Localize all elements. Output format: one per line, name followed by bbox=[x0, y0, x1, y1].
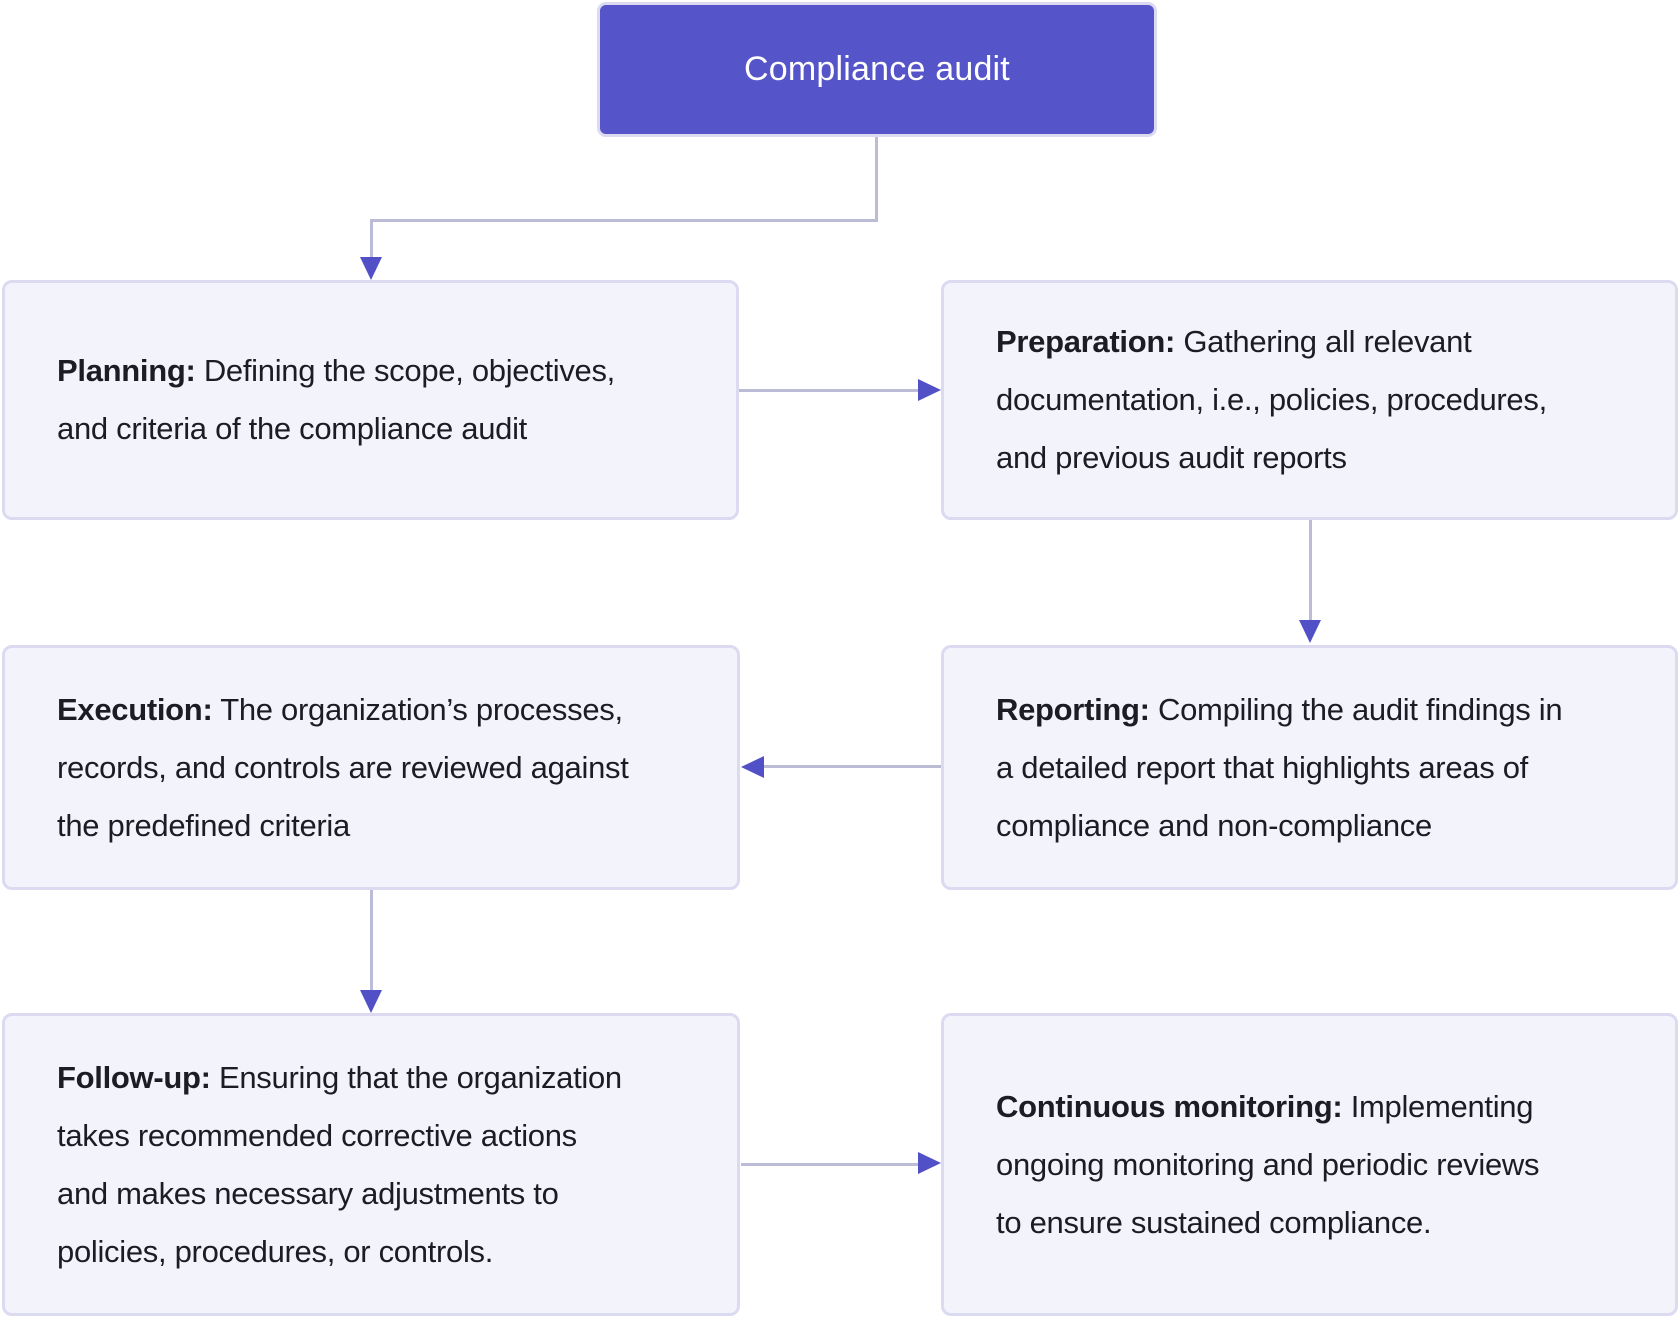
connector-audit-planning-segment-2 bbox=[370, 219, 878, 222]
node-execution-text: Execution: The organization’s processes,… bbox=[5, 681, 675, 855]
connector-execution-followup bbox=[370, 889, 373, 991]
node-reporting-description: Compiling the audit findings in a detail… bbox=[996, 691, 1563, 843]
node-planning-description: Defining the scope, objectives, and crit… bbox=[57, 353, 615, 446]
connector-reporting-execution bbox=[762, 765, 941, 768]
node-followup: Follow-up: Ensuring that the organizatio… bbox=[2, 1013, 740, 1316]
arrowhead-into-continuous-monitoring-icon bbox=[918, 1152, 941, 1174]
node-reporting-text: Reporting: Compiling the audit findings … bbox=[944, 681, 1608, 855]
node-continuous-monitoring-description: Implementing ongoing monitoring and peri… bbox=[996, 1088, 1540, 1240]
node-preparation-description: Gathering all relevant documentation, i.… bbox=[996, 324, 1547, 475]
node-preparation-label: Preparation: bbox=[996, 324, 1175, 359]
arrowhead-into-followup-icon bbox=[360, 990, 382, 1013]
node-reporting-label: Reporting: bbox=[996, 691, 1150, 727]
connector-audit-planning-segment-3 bbox=[370, 219, 373, 259]
node-execution-description: The organization’s processes, records, a… bbox=[57, 691, 629, 843]
arrowhead-into-preparation-icon bbox=[918, 379, 941, 401]
connector-followup-continuous bbox=[741, 1163, 919, 1166]
connector-planning-preparation bbox=[739, 389, 920, 392]
node-compliance-audit: Compliance audit bbox=[597, 2, 1157, 137]
node-followup-label: Follow-up: bbox=[57, 1059, 211, 1095]
arrowhead-into-execution-icon bbox=[741, 756, 764, 778]
node-continuous-monitoring-text: Continuous monitoring: Implementing ongo… bbox=[944, 1078, 1585, 1252]
node-continuous-monitoring: Continuous monitoring: Implementing ongo… bbox=[941, 1013, 1678, 1316]
node-followup-description: Ensuring that the organization takes rec… bbox=[57, 1059, 622, 1269]
connector-audit-planning-segment-1 bbox=[875, 137, 878, 221]
node-continuous-monitoring-label: Continuous monitoring: bbox=[996, 1088, 1343, 1124]
node-preparation-text: Preparation: Gathering all relevant docu… bbox=[944, 313, 1593, 487]
node-planning: Planning: Defining the scope, objectives… bbox=[2, 280, 739, 520]
node-compliance-audit-label: Compliance audit bbox=[744, 50, 1010, 88]
node-execution-label: Execution: bbox=[57, 691, 213, 727]
node-execution: Execution: The organization’s processes,… bbox=[2, 645, 740, 890]
node-reporting: Reporting: Compiling the audit findings … bbox=[941, 645, 1678, 890]
node-preparation: Preparation: Gathering all relevant docu… bbox=[941, 280, 1678, 520]
node-planning-label: Planning: bbox=[57, 353, 196, 388]
connector-preparation-reporting bbox=[1309, 519, 1312, 621]
node-followup-text: Follow-up: Ensuring that the organizatio… bbox=[5, 1049, 668, 1281]
arrowhead-into-planning-icon bbox=[360, 257, 382, 280]
arrowhead-into-reporting-icon bbox=[1299, 620, 1321, 643]
node-planning-text: Planning: Defining the scope, objectives… bbox=[5, 342, 661, 458]
